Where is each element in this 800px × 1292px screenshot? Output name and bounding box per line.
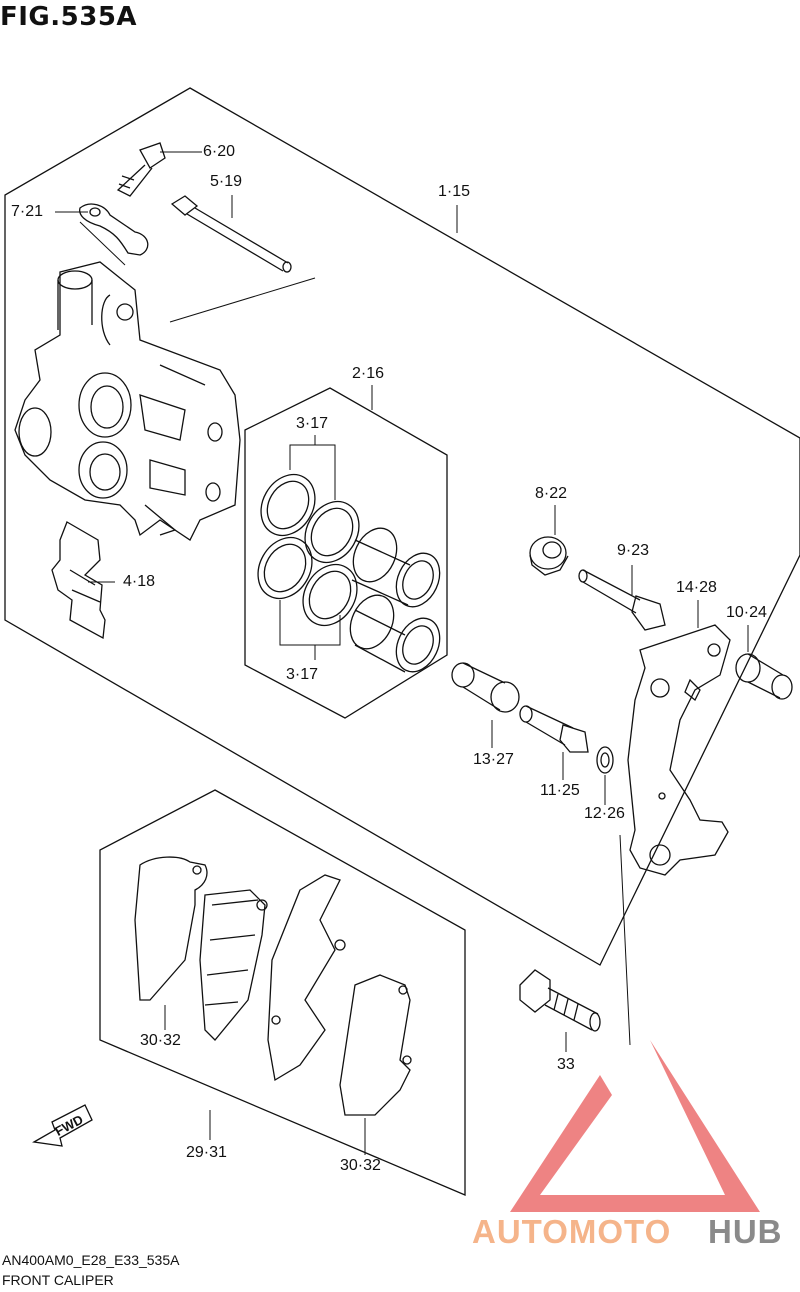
callout-8-22: 8·22 <box>535 485 568 502</box>
footer-section-name: FRONT CALIPER <box>2 1272 114 1288</box>
brake-pads <box>134 856 412 1116</box>
callout-12-26: 12·26 <box>584 805 625 822</box>
mounting-bolt <box>519 969 601 1032</box>
callout-33: 33 <box>557 1056 575 1073</box>
callout-9-23: 9·23 <box>617 542 650 559</box>
bleeder-cap <box>79 203 149 256</box>
piston-seals <box>257 473 360 627</box>
caliper-assembly-outline <box>4 87 800 966</box>
leader-lines <box>55 151 749 1155</box>
callout-3-17-bottom: 3·17 <box>286 666 319 683</box>
pad-spring <box>51 521 106 640</box>
callout-1-15: 1·15 <box>438 183 471 200</box>
bleeder-screw <box>116 142 166 197</box>
callout-14-28: 14·28 <box>676 579 717 596</box>
callout-29-31: 29·31 <box>186 1144 227 1161</box>
callout-30-32-left: 30·32 <box>140 1032 181 1049</box>
slide-boot-lower <box>451 662 520 713</box>
watermark-logo <box>510 1040 760 1212</box>
pistons <box>349 527 441 673</box>
piston-seal-outline <box>244 387 448 719</box>
watermark-text-a: AUTOMOTO <box>472 1213 671 1250</box>
footer-model-code: AN400AM0_E28_E33_535A <box>2 1252 180 1268</box>
slide-pin-lower <box>519 705 589 753</box>
callout-7-21: 7·21 <box>11 203 44 220</box>
callout-5-19: 5·19 <box>210 173 243 190</box>
slide-boot <box>529 536 569 576</box>
callout-6-20: 6·20 <box>203 143 236 160</box>
callout-10-24: 10·24 <box>726 604 767 621</box>
slide-pin-upper <box>578 569 666 631</box>
bracket-spacer <box>735 653 793 700</box>
callout-13-27: 13·27 <box>473 751 514 768</box>
caliper-body <box>14 261 241 541</box>
callout-30-32-right: 30·32 <box>340 1157 381 1174</box>
pad-pin <box>170 195 292 273</box>
callout-2-16: 2·16 <box>352 365 385 382</box>
fwd-label: FWD <box>52 1112 85 1139</box>
callout-3-17-top: 3·17 <box>296 415 329 432</box>
fwd-arrow: FWD <box>32 1104 93 1147</box>
callout-4-18: 4·18 <box>123 573 156 590</box>
callout-11-25: 11·25 <box>540 782 580 799</box>
figure-title: FIG.535A <box>0 2 138 32</box>
caliper-bracket <box>627 624 731 876</box>
pad-kit-outline <box>99 789 466 1196</box>
washer <box>596 746 614 774</box>
watermark-text-b: HUB <box>708 1213 783 1250</box>
